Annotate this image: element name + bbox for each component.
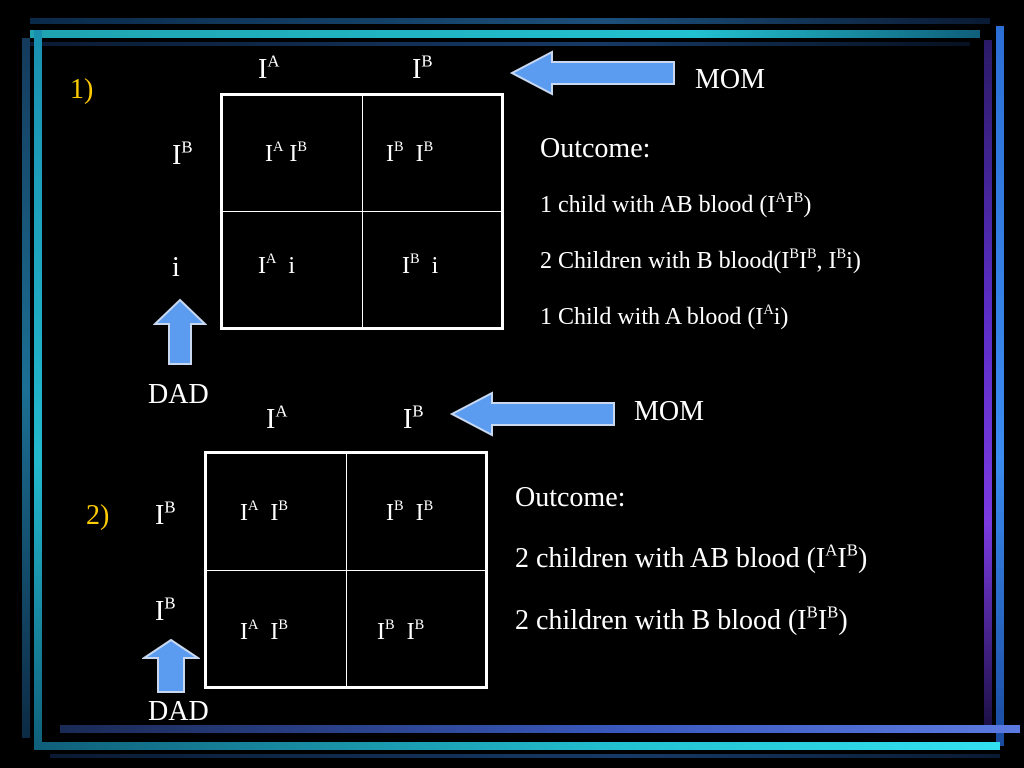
punnett-cell: IB IB	[377, 616, 425, 645]
punnett-cell: IA i	[258, 250, 296, 279]
outcome-line: 2 Children with B blood(IBIB, IBi)	[540, 245, 861, 274]
mom-allele-1: IA	[258, 51, 280, 85]
dad-label: DAD	[148, 379, 209, 410]
frame-bar-right	[984, 40, 992, 730]
frame-bar-top	[30, 18, 990, 24]
dad-allele-2: IB	[155, 593, 176, 627]
outcome-line: 2 children with B blood (IBIB)	[515, 602, 848, 636]
punnett-square	[220, 93, 504, 330]
punnett-cell: IB i	[402, 250, 439, 279]
outcome-title: Outcome:	[515, 482, 626, 513]
punnett-cell: IA IB	[240, 616, 289, 645]
mom-label: MOM	[634, 396, 705, 427]
mom-allele-1: IA	[266, 401, 288, 435]
arrow-left-icon	[450, 391, 615, 437]
punnett-cell: IA IB	[240, 497, 289, 526]
frame-bar-top-thin	[30, 42, 970, 46]
punnett-cell: IB IB	[386, 138, 434, 167]
frame-bar-bottom	[60, 725, 1020, 733]
frame-bar-top-accent	[30, 30, 980, 38]
cross-number: 1)	[70, 74, 94, 105]
outcome-line: 1 Child with A blood (IAi)	[540, 301, 789, 330]
outcome-line: 2 children with AB blood (IAIB)	[515, 540, 868, 574]
dad-label: DAD	[148, 696, 209, 727]
arrow-up-icon	[153, 298, 207, 365]
frame-bar-left	[22, 38, 30, 738]
frame-bar-bottom-accent	[40, 742, 1000, 750]
cross-number: 2)	[86, 500, 110, 531]
frame-bar-right-accent	[996, 26, 1004, 746]
grid-divider-horizontal	[206, 570, 486, 571]
dad-allele-2: i	[172, 252, 180, 283]
arrow-up-icon	[142, 638, 200, 693]
dad-allele-1: IB	[172, 137, 193, 171]
frame-bar-bottom-thin	[50, 754, 1000, 758]
punnett-cell: IB IB	[386, 497, 434, 526]
arrow-left-icon	[510, 50, 675, 96]
punnett-square	[204, 451, 488, 689]
grid-divider-horizontal	[222, 211, 502, 212]
outcome-line: 1 child with AB blood (IAIB)	[540, 189, 812, 218]
frame-bar-left-accent	[34, 30, 42, 750]
mom-allele-2: IB	[403, 401, 424, 435]
punnett-cell: IA IB	[265, 138, 308, 167]
dad-allele-1: IB	[155, 497, 176, 531]
outcome-title: Outcome:	[540, 133, 651, 164]
mom-allele-2: IB	[412, 51, 433, 85]
mom-label: MOM	[695, 64, 766, 95]
